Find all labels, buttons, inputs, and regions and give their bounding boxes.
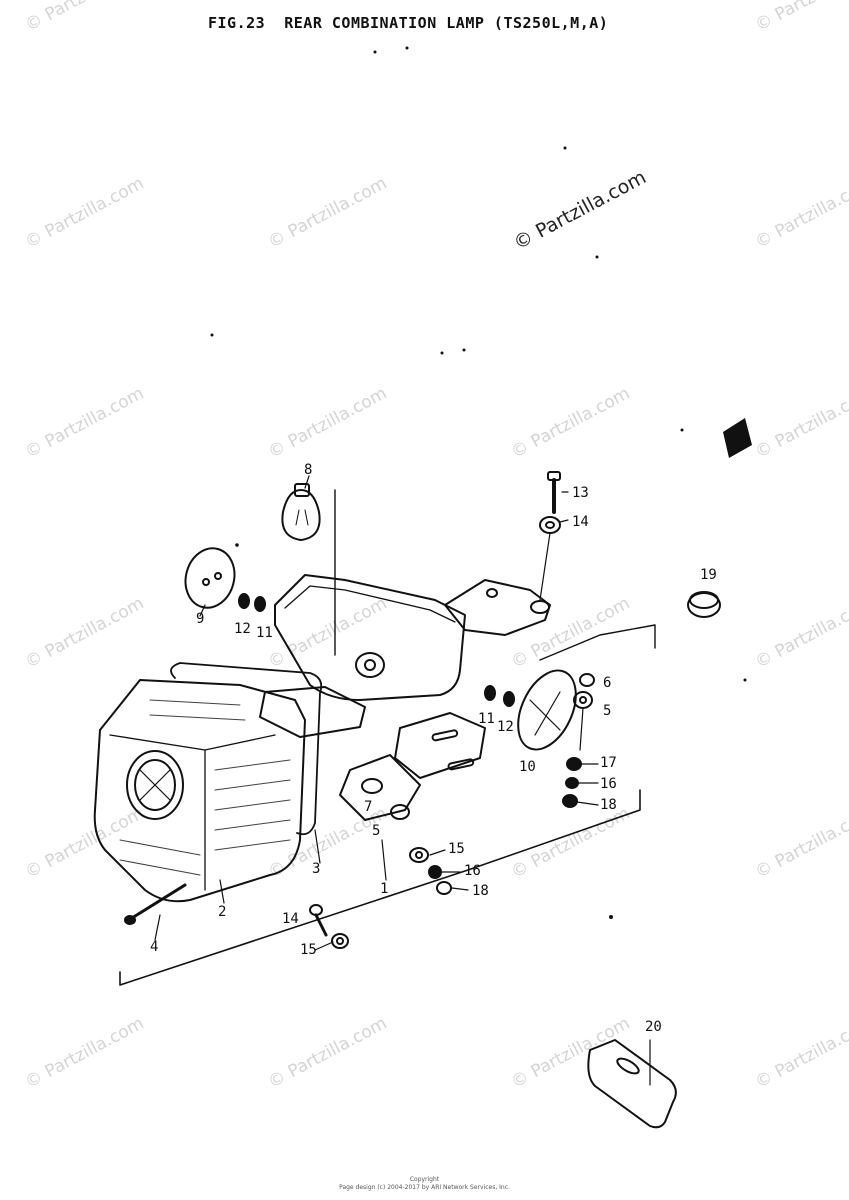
callout-19: 19	[700, 567, 717, 583]
callout-15-center: 15	[448, 841, 465, 857]
callout-10-right: 10	[519, 759, 536, 775]
callout-1: 1	[380, 881, 389, 897]
screw-part-4	[124, 883, 187, 925]
callout-6: 6	[603, 675, 612, 691]
callout-7: 5	[372, 823, 381, 839]
callout-12-right: 12	[497, 719, 514, 735]
footer-copyright: Copyright	[409, 1176, 440, 1183]
callout-18-right: 18	[600, 797, 617, 813]
callout-17: 17	[600, 755, 617, 771]
callout-3: 3	[312, 861, 321, 877]
grommet-part-19	[687, 591, 721, 618]
callout-4: 4	[150, 939, 159, 955]
footer-page-design: Page design (c) 2004-2017 by ARI Network…	[339, 1184, 510, 1191]
callout-13b: 14	[572, 514, 589, 530]
figure-name: REAR COMBINATION LAMP (TS250L,M,A)	[284, 14, 609, 32]
screw-part-14	[309, 904, 328, 937]
gasket-part-3	[170, 662, 323, 836]
figure-title: FIG.23 REAR COMBINATION LAMP (TS250L,M,A…	[208, 14, 608, 32]
callout-2: 2	[218, 904, 227, 920]
washer-part-15-lower	[331, 933, 349, 949]
callout-18-center: 18	[472, 883, 489, 899]
washer-nut-15-16-18-center	[409, 847, 452, 895]
leader-lines	[154, 475, 599, 951]
callout-15-lower: 15	[300, 942, 317, 958]
nuts-11-12-right	[484, 685, 515, 707]
callout-9: 8	[304, 462, 313, 478]
callout-8: 7	[364, 799, 373, 815]
callout-13: 13	[572, 485, 589, 501]
nuts-part-16-17-18-right	[562, 757, 582, 808]
print-specks	[210, 46, 747, 919]
callout-5: 5	[603, 703, 612, 719]
callout-11-right: 11	[478, 711, 495, 727]
bulb-part-9	[281, 483, 321, 541]
callout-10-left: 9	[196, 611, 205, 627]
nuts-11-12-left	[238, 593, 266, 612]
lens-part-2	[93, 679, 306, 903]
callout-11-left: 11	[256, 625, 273, 641]
callout-12-left: 12	[234, 621, 251, 637]
bolt-part-13	[539, 471, 561, 601]
gasket-part-10-right	[517, 669, 577, 751]
plate-part-20	[587, 1039, 677, 1129]
assembly-frame-lines	[119, 489, 656, 986]
callout-16-right: 16	[600, 776, 617, 792]
callout-14: 14	[282, 911, 299, 927]
callout-16-center: 16	[464, 863, 481, 879]
edge-tab-mark	[723, 418, 752, 458]
figure-number: FIG.23	[208, 14, 266, 32]
callout-20: 20	[645, 1019, 662, 1035]
bracket-part-1	[259, 574, 551, 821]
nuts-part-5-6	[573, 673, 595, 751]
gasket-part-10-left	[184, 547, 236, 609]
